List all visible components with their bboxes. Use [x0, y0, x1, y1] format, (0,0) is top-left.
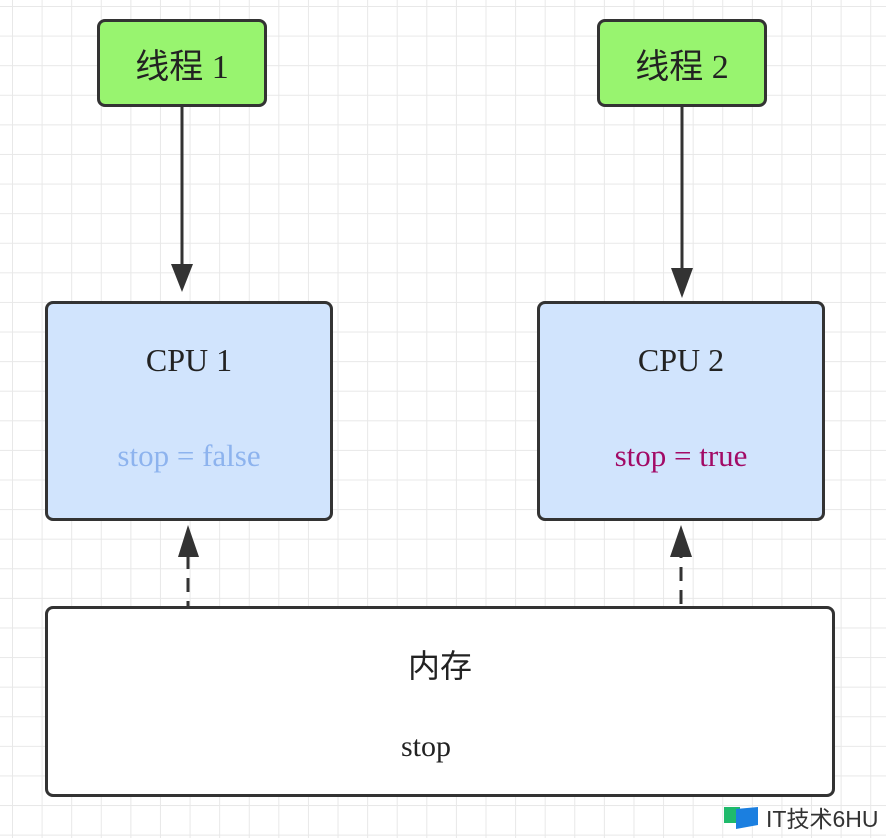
- memory-label: 内存: [407, 648, 472, 684]
- cpu-1-node: CPU 1 stop = false: [45, 301, 333, 521]
- cpu-2-label: CPU 2: [637, 342, 725, 378]
- arrowhead-cpu1-up: [178, 525, 199, 557]
- thread-1-label: 线程 1: [135, 48, 229, 86]
- cpu-1-label: CPU 1: [145, 342, 233, 378]
- arrowhead-cpu2-up: [670, 525, 692, 557]
- arrowhead-thread1-cpu1: [171, 264, 193, 292]
- thread-1-node: 线程 1: [97, 19, 267, 107]
- cpu-2-stop-value: stop = true: [614, 438, 748, 473]
- watermark: IT技术6HU: [722, 800, 878, 834]
- watermark-logo-icon: [724, 807, 758, 829]
- watermark-text: IT技术6HU: [766, 806, 879, 832]
- arrowhead-thread2-cpu2: [671, 268, 693, 298]
- thread-2-node: 线程 2: [597, 19, 767, 107]
- cpu-2-node: CPU 2 stop = true: [537, 301, 825, 521]
- thread-2-label: 线程 2: [635, 48, 729, 86]
- memory-stop-variable: stop: [400, 730, 451, 763]
- cpu-1-stop-value: stop = false: [117, 438, 261, 473]
- memory-node: 内存: [45, 606, 835, 797]
